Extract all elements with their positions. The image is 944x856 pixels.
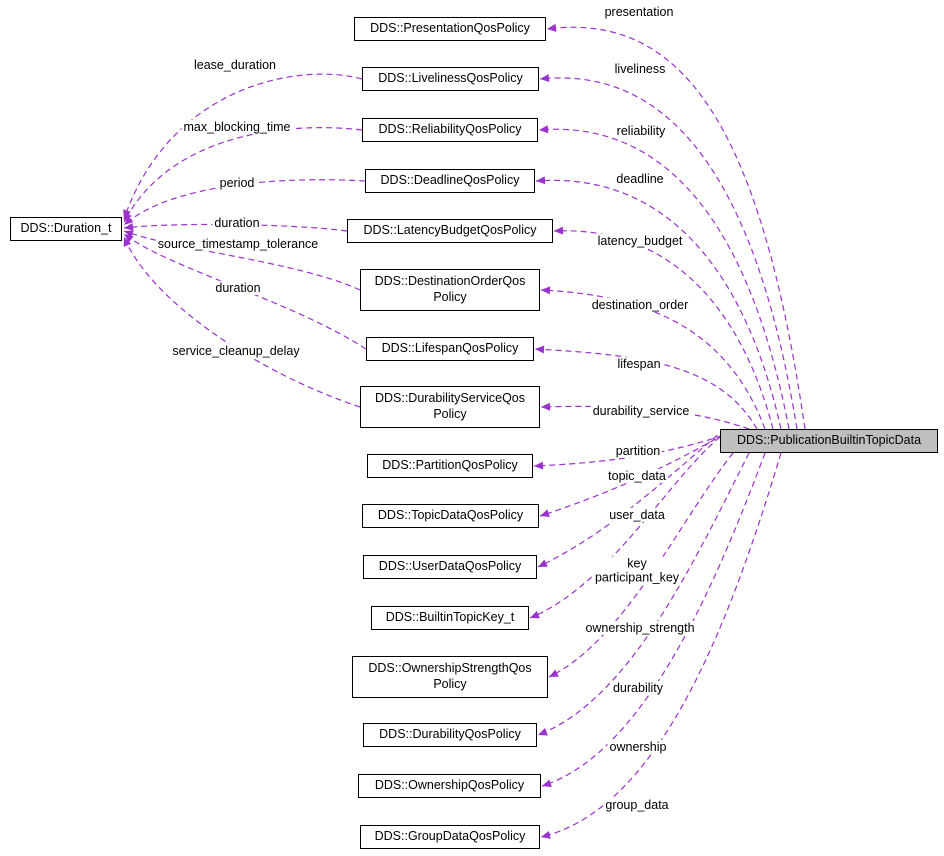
- edge-label-durability: durability: [610, 680, 666, 696]
- edge-durability-service: [540, 402, 750, 430]
- edge-presentation: [546, 23, 806, 430]
- class-node-user-data-qos-policy[interactable]: DDS::UserDataQosPolicy: [363, 555, 537, 579]
- class-node-liveliness-qos-policy[interactable]: DDS::LivelinessQosPolicy: [362, 67, 539, 91]
- edge-label-lifespan: lifespan: [615, 356, 663, 372]
- class-node-durability-qos-policy[interactable]: DDS::DurabilityQosPolicy: [363, 723, 537, 747]
- edge-lease-duration: [123, 73, 363, 220]
- edge-label-latency-budget: latency_budget: [595, 233, 685, 249]
- edge-label-destination-order: destination_order: [589, 297, 691, 313]
- edge-label-service-cleanup-delay: service_cleanup_delay: [170, 343, 302, 359]
- class-node-publication-builtin-topic-data[interactable]: DDS::PublicationBuiltinTopicData: [720, 429, 938, 453]
- edge-label-user-data: user_data: [607, 507, 667, 523]
- edge-label-group-data: group_data: [603, 797, 671, 813]
- edge-key-participant-key: [529, 436, 721, 619]
- edge-reliability: [538, 125, 790, 430]
- edge-label-deadline: deadline: [614, 171, 666, 187]
- edge-label-topic-data: topic_data: [606, 468, 668, 484]
- edge-liveliness: [539, 74, 798, 430]
- class-node-ownership-strength-qos-policy[interactable]: DDS::OwnershipStrengthQos Policy: [352, 656, 548, 698]
- class-node-durability-service-qos-policy[interactable]: DDS::DurabilityServiceQos Policy: [360, 386, 540, 428]
- edge-source-timestamp-tolerance: [123, 230, 361, 291]
- class-node-group-data-qos-policy[interactable]: DDS::GroupDataQosPolicy: [360, 825, 540, 849]
- edge-label-duration-lifespan: duration: [213, 280, 263, 296]
- edge-group-data: [540, 452, 782, 839]
- edge-label-ownership: ownership: [607, 739, 669, 755]
- class-node-topic-data-qos-policy[interactable]: DDS::TopicDataQosPolicy: [362, 504, 539, 528]
- edge-label-liveliness: liveliness: [612, 61, 668, 77]
- edge-label-ownership-strength: ownership_strength: [583, 620, 697, 636]
- edge-user-data: [537, 428, 726, 568]
- edge-label-source-timestamp-tolerance: source_timestamp_tolerance: [155, 236, 321, 252]
- class-node-presentation-qos-policy[interactable]: DDS::PresentationQosPolicy: [354, 17, 546, 41]
- class-node-duration-t[interactable]: DDS::Duration_t: [10, 217, 122, 241]
- edge-ownership-strength: [548, 452, 734, 678]
- class-node-lifespan-qos-policy[interactable]: DDS::LifespanQosPolicy: [366, 337, 534, 361]
- edge-destination-order: [540, 286, 766, 430]
- class-node-reliability-qos-policy[interactable]: DDS::ReliabilityQosPolicy: [362, 118, 538, 142]
- edge-label-lease-duration: lease_duration: [191, 57, 279, 73]
- edge-topic-data: [539, 428, 734, 518]
- edge-label-presentation: presentation: [602, 4, 676, 20]
- class-node-latency-budget-qos-policy[interactable]: DDS::LatencyBudgetQosPolicy: [347, 219, 553, 243]
- edge-label-reliability: reliability: [614, 123, 668, 139]
- edge-max-blocking-time: [123, 127, 363, 223]
- edge-ownership: [541, 452, 766, 788]
- edge-service-cleanup-delay: [123, 236, 361, 408]
- class-node-destination-order-qos-policy[interactable]: DDS::DestinationOrderQos Policy: [360, 269, 540, 311]
- edge-label-duration-latency: duration: [212, 215, 262, 231]
- edge-latency-budget: [553, 226, 774, 430]
- edge-label-partition: partition: [613, 443, 663, 459]
- edge-duration-lifespan: [123, 233, 367, 350]
- edge-label-period: period: [217, 175, 257, 191]
- edge-label-max-blocking-time: max_blocking_time: [181, 119, 293, 135]
- class-node-ownership-qos-policy[interactable]: DDS::OwnershipQosPolicy: [358, 774, 541, 798]
- class-node-builtin-topic-key-t[interactable]: DDS::BuiltinTopicKey_t: [371, 606, 529, 630]
- class-node-partition-qos-policy[interactable]: DDS::PartitionQosPolicy: [367, 454, 533, 478]
- edge-label-durability-service: durability_service: [590, 403, 692, 419]
- edge-label-key-participant-key: key participant_key: [592, 556, 682, 586]
- class-node-deadline-qos-policy[interactable]: DDS::DeadlineQosPolicy: [365, 169, 535, 193]
